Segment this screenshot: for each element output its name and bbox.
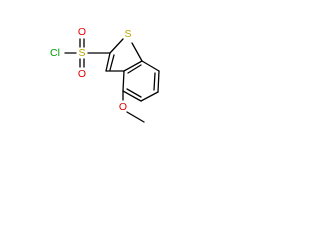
bond-layer (64, 38, 160, 123)
bond-c2-c3-double (109, 54, 115, 71)
atom-label-sulfonyl-sulfur: S (78, 47, 85, 59)
bond-o-ch3 (126, 111, 145, 123)
bond-c7a-s1 (131, 42, 143, 62)
bond-c5-c6 (140, 91, 159, 102)
atom-label-oxygen-top: O (78, 26, 86, 38)
atom-label-oxygen-bottom: O (78, 68, 86, 80)
atom-label-chlorine: Cl (50, 47, 60, 59)
atom-label-methoxy-oxygen: O (119, 101, 127, 113)
bond-c7a-c3a-double (127, 64, 142, 74)
bond-c6-c7-double (153, 72, 156, 91)
bond-c6-c7 (157, 70, 160, 93)
bond-c4-c5 (122, 90, 142, 102)
molecule-structure-diagram: S S O O Cl O (50, 26, 160, 123)
atom-label-ring-sulfur: S (124, 28, 131, 40)
bond-s1-c2 (109, 38, 124, 54)
bond-c2-c3 (105, 52, 111, 72)
bond-c7a-c3a (123, 60, 143, 72)
bond-c3a-c4 (122, 70, 125, 92)
bond-c4-c5-double (126, 88, 142, 98)
atom-label-layer: S S O O Cl O (50, 26, 131, 113)
bond-c7-c7a (141, 60, 160, 72)
